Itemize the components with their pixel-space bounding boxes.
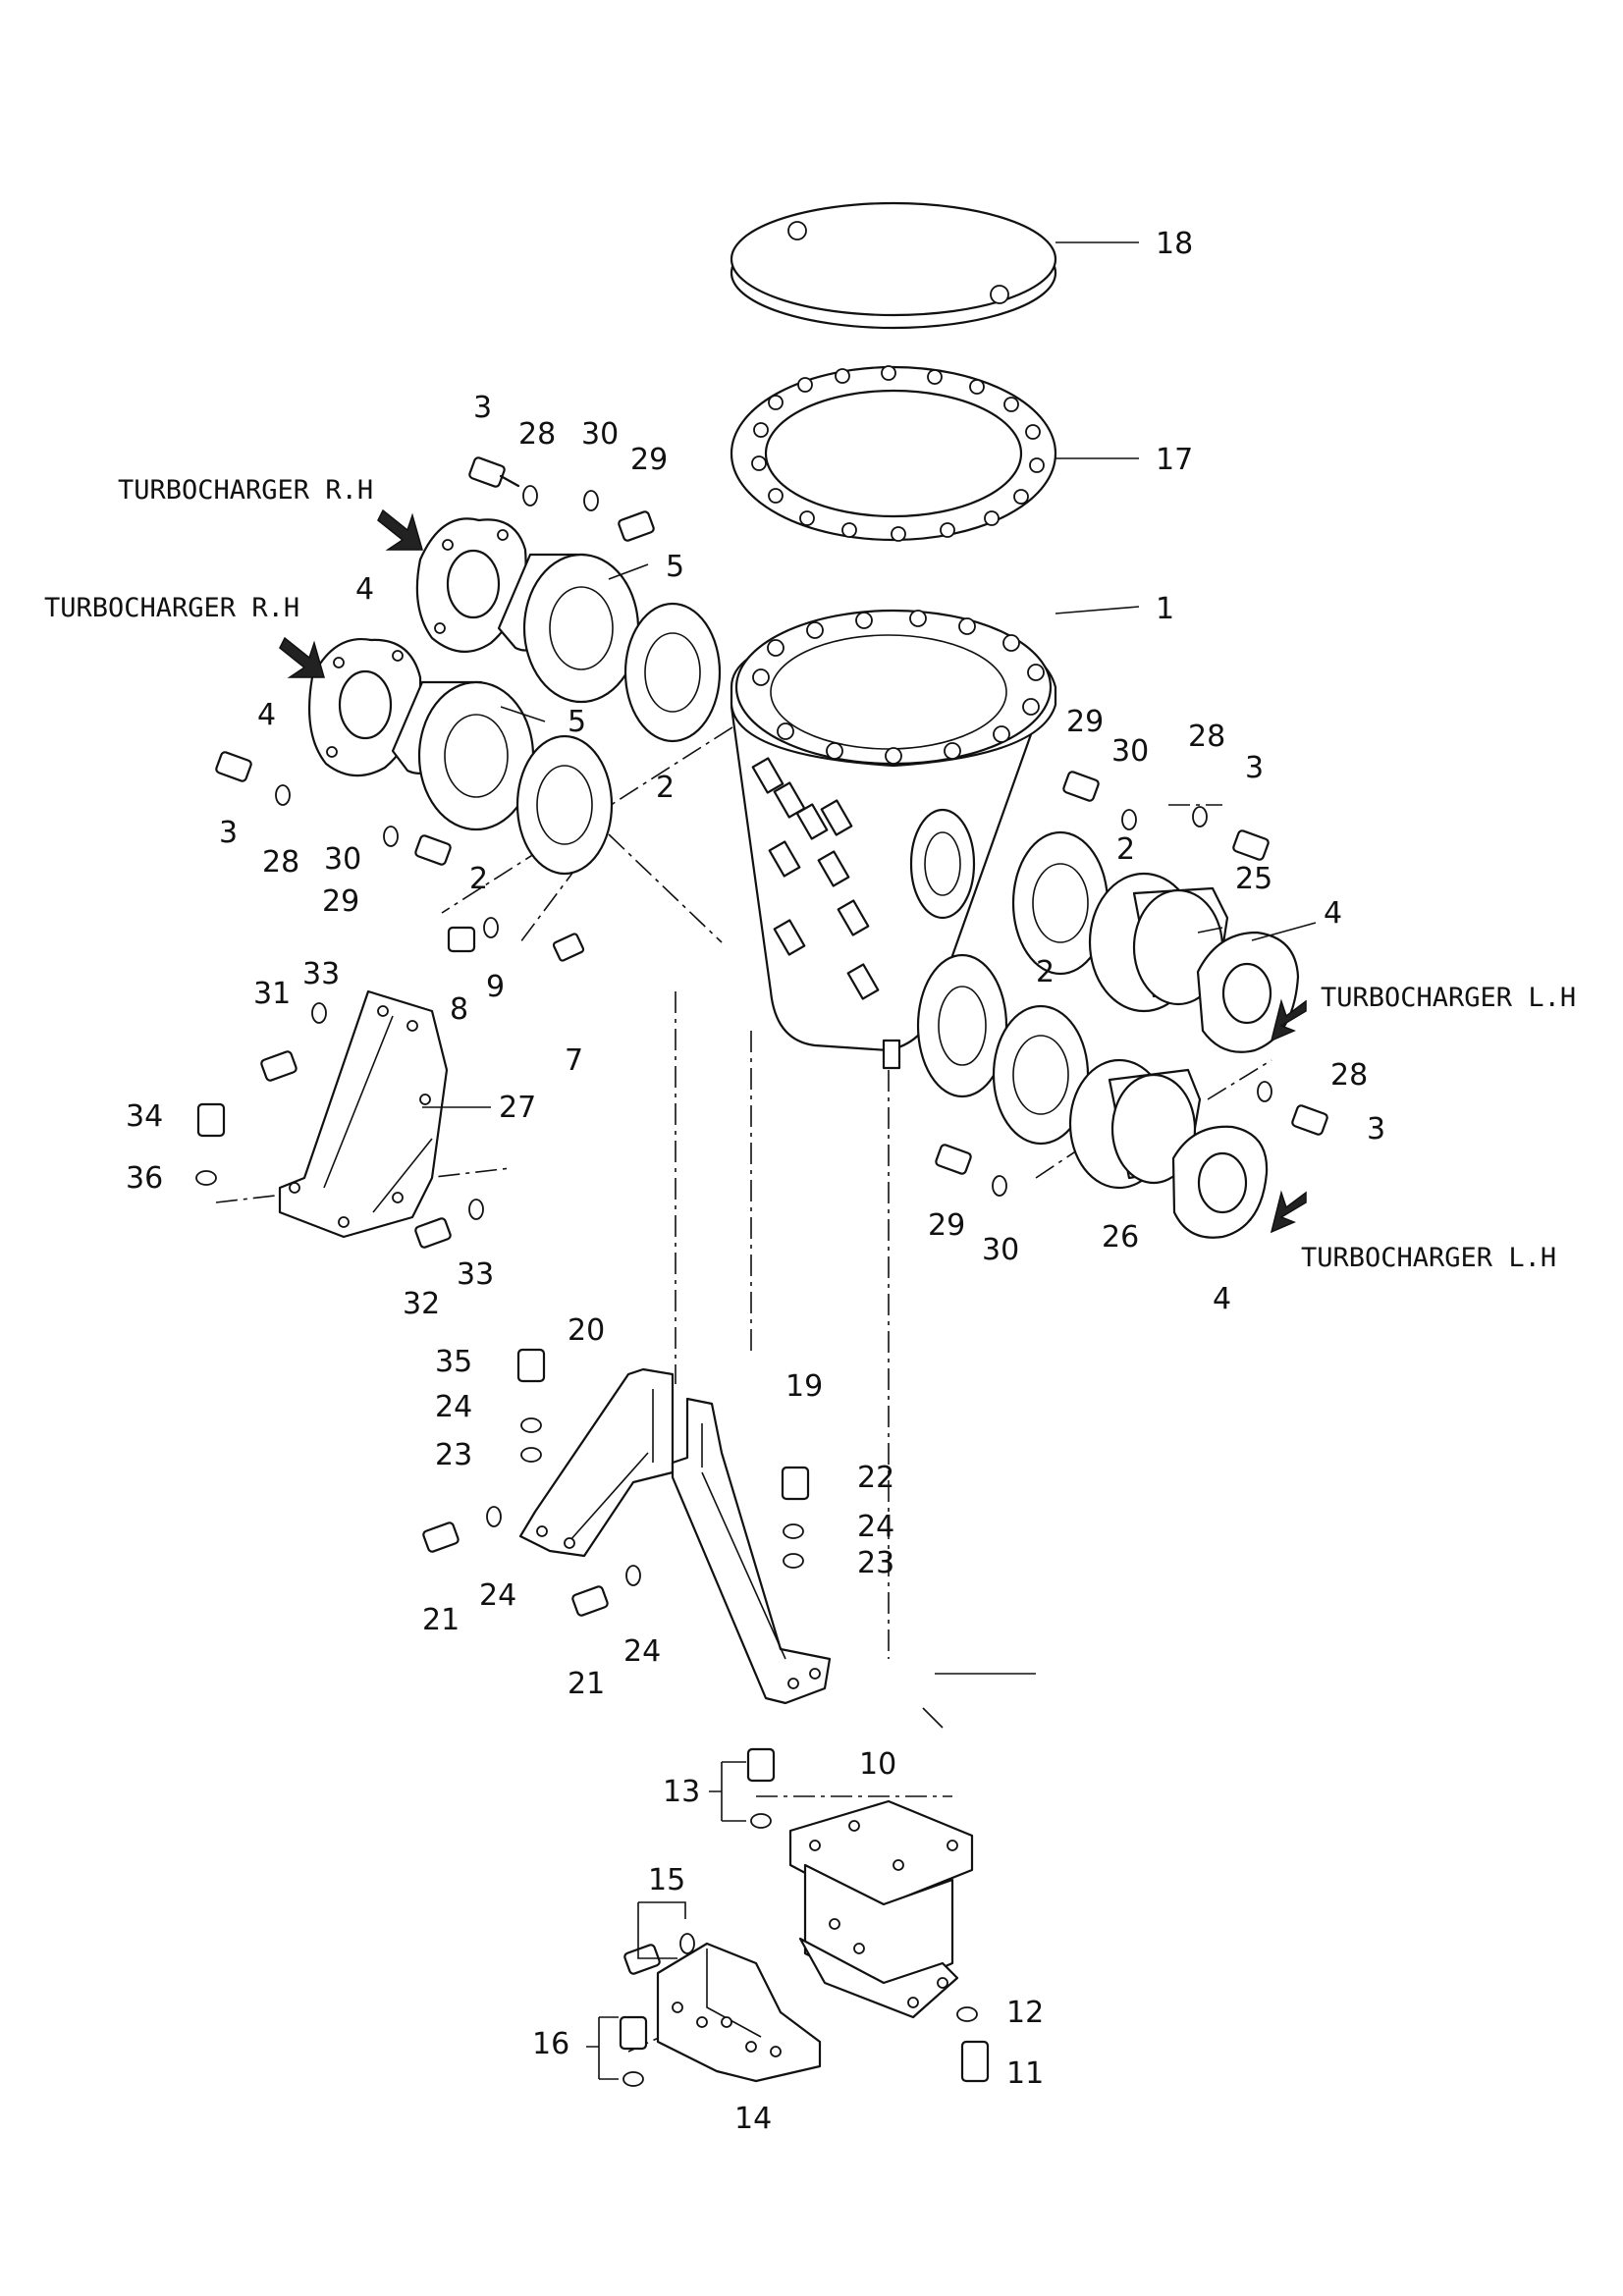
part-label: 28 — [1330, 1058, 1368, 1093]
part-label: 30 — [324, 842, 361, 877]
part-label: 24 — [479, 1578, 516, 1613]
arrow-icon — [1270, 998, 1307, 1042]
gasket-large — [730, 365, 1057, 542]
arrow-icon — [1270, 1190, 1307, 1234]
part-label: 18 — [1156, 227, 1193, 261]
part-label: 28 — [1188, 720, 1225, 754]
part-label: 23 — [435, 1438, 472, 1472]
part-label: 34 — [126, 1099, 163, 1134]
part-label: 1 — [1156, 592, 1174, 626]
part-label: 32 — [403, 1287, 440, 1321]
part-label: 21 — [568, 1667, 605, 1701]
part-label: 4 — [257, 698, 276, 732]
leader-lines — [422, 241, 1317, 1729]
part-label: 2 — [656, 771, 675, 805]
arrow-icon — [279, 636, 325, 678]
part-label: 2 — [469, 862, 488, 896]
part-label: 29 — [630, 443, 668, 477]
part-label: 10 — [859, 1747, 896, 1782]
part-label: 24 — [435, 1390, 472, 1424]
part-label: 24 — [857, 1510, 894, 1544]
caption-turbo-lh-lower: TURBOCHARGER L.H — [1301, 1243, 1556, 1273]
part-label: 33 — [302, 957, 340, 991]
part-label: 19 — [785, 1369, 823, 1404]
part-label: 3 — [1245, 751, 1264, 785]
part-label: 30 — [581, 417, 619, 452]
base-bracket-14 — [656, 1942, 822, 2083]
part-label: 17 — [1156, 443, 1193, 477]
part-label: 16 — [532, 2027, 569, 2061]
part-label: 7 — [565, 1043, 583, 1078]
part-label: 31 — [253, 977, 291, 1011]
lh-lower-connection — [916, 953, 1269, 1239]
part-label: 21 — [422, 1603, 460, 1637]
part-label: 24 — [623, 1634, 661, 1669]
group-brackets — [586, 1761, 746, 2080]
part-label: 30 — [1111, 734, 1149, 769]
cover-plate — [730, 201, 1057, 330]
part-label: 28 — [262, 845, 299, 880]
part-label: 8 — [450, 992, 468, 1027]
bolts-washers — [195, 456, 1328, 2087]
part-label: 15 — [648, 1863, 685, 1897]
part-label: 3 — [219, 816, 238, 850]
part-label: 30 — [982, 1233, 1019, 1267]
part-label: 2 — [1036, 955, 1055, 989]
part-label: 13 — [663, 1775, 700, 1809]
stand-19 — [671, 1397, 832, 1705]
lh-upper-connection — [1011, 830, 1300, 1053]
arrow-icon — [377, 508, 423, 551]
part-label: 35 — [435, 1345, 472, 1379]
rh-lower-connection — [307, 638, 614, 876]
part-number-labels: 18 17 1 3 28 30 29 5 4 4 5 2 3 28 30 29 … — [126, 227, 1385, 2136]
part-label: 25 — [1235, 862, 1272, 896]
part-label: 36 — [126, 1161, 163, 1196]
part-label: 4 — [355, 572, 374, 607]
part-label: 20 — [568, 1313, 605, 1348]
flow-arrows — [279, 508, 1307, 1234]
part-label: 27 — [499, 1091, 536, 1125]
part-label: 26 — [1102, 1220, 1139, 1255]
main-housing — [730, 609, 1057, 1070]
part-label: 23 — [857, 1546, 894, 1580]
part-label: 9 — [486, 970, 505, 1004]
part-label: 2 — [1116, 832, 1135, 867]
caption-turbo-rh-upper: TURBOCHARGER R.H — [118, 475, 373, 506]
part-label: 22 — [857, 1461, 894, 1495]
part-label: 29 — [1066, 705, 1104, 739]
part-label: 29 — [928, 1208, 965, 1243]
bracket-27 — [278, 989, 449, 1239]
part-label: 4 — [1324, 896, 1342, 931]
part-label: 11 — [1006, 2056, 1044, 2091]
part-label: 33 — [457, 1257, 494, 1292]
mount-block-10 — [788, 1799, 974, 2019]
caption-turbo-lh-upper: TURBOCHARGER L.H — [1321, 983, 1576, 1013]
part-label: 4 — [1213, 1282, 1231, 1316]
rh-upper-connection — [415, 517, 722, 743]
part-label: 29 — [322, 884, 359, 919]
part-label: 12 — [1006, 1996, 1044, 2030]
part-label: 5 — [568, 705, 586, 739]
part-label: 28 — [518, 417, 556, 452]
stand-20 — [518, 1367, 675, 1558]
part-label: 3 — [1367, 1112, 1385, 1147]
part-label: 5 — [666, 550, 684, 584]
caption-turbo-rh-lower: TURBOCHARGER R.H — [44, 593, 299, 623]
part-label: 3 — [473, 391, 492, 425]
part-label: 14 — [734, 2102, 772, 2136]
